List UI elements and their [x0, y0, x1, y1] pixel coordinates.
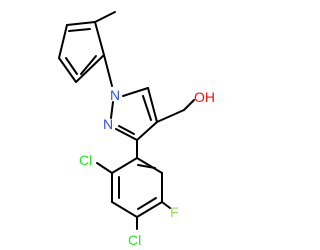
bond	[111, 157, 138, 174]
bond	[58, 24, 68, 59]
atom-labels: N N OH Cl Cl F	[79, 87, 215, 248]
bond	[65, 57, 78, 75]
bond	[161, 201, 171, 209]
bond	[137, 164, 156, 169]
bond	[137, 197, 157, 210]
bond	[136, 201, 163, 218]
atom-label-cl-para: Cl	[128, 232, 141, 248]
atom-label-cl-ortho: Cl	[79, 152, 92, 168]
bond	[58, 57, 77, 83]
atom-label-n2: N	[103, 116, 113, 132]
bond	[110, 101, 114, 119]
bond	[75, 54, 105, 83]
bond	[122, 87, 149, 97]
bond	[111, 201, 138, 218]
bond	[96, 162, 113, 174]
bond	[66, 21, 96, 26]
bond	[94, 21, 105, 56]
atom-label-oh: OH	[194, 89, 215, 105]
bond	[183, 99, 195, 111]
bond	[147, 87, 158, 123]
bond	[80, 55, 97, 75]
bond	[94, 11, 116, 23]
chemical-structure: N N OH Cl Cl F	[58, 11, 215, 248]
bond	[115, 128, 138, 141]
atom-label-f: F	[170, 204, 179, 220]
bond	[156, 109, 185, 123]
bonds	[58, 11, 195, 230]
atom-label-n1: N	[110, 87, 120, 103]
bond	[136, 157, 163, 174]
bond	[68, 28, 91, 32]
bond	[118, 125, 135, 135]
bond	[142, 95, 152, 121]
bond	[103, 54, 113, 87]
bond	[136, 121, 158, 141]
